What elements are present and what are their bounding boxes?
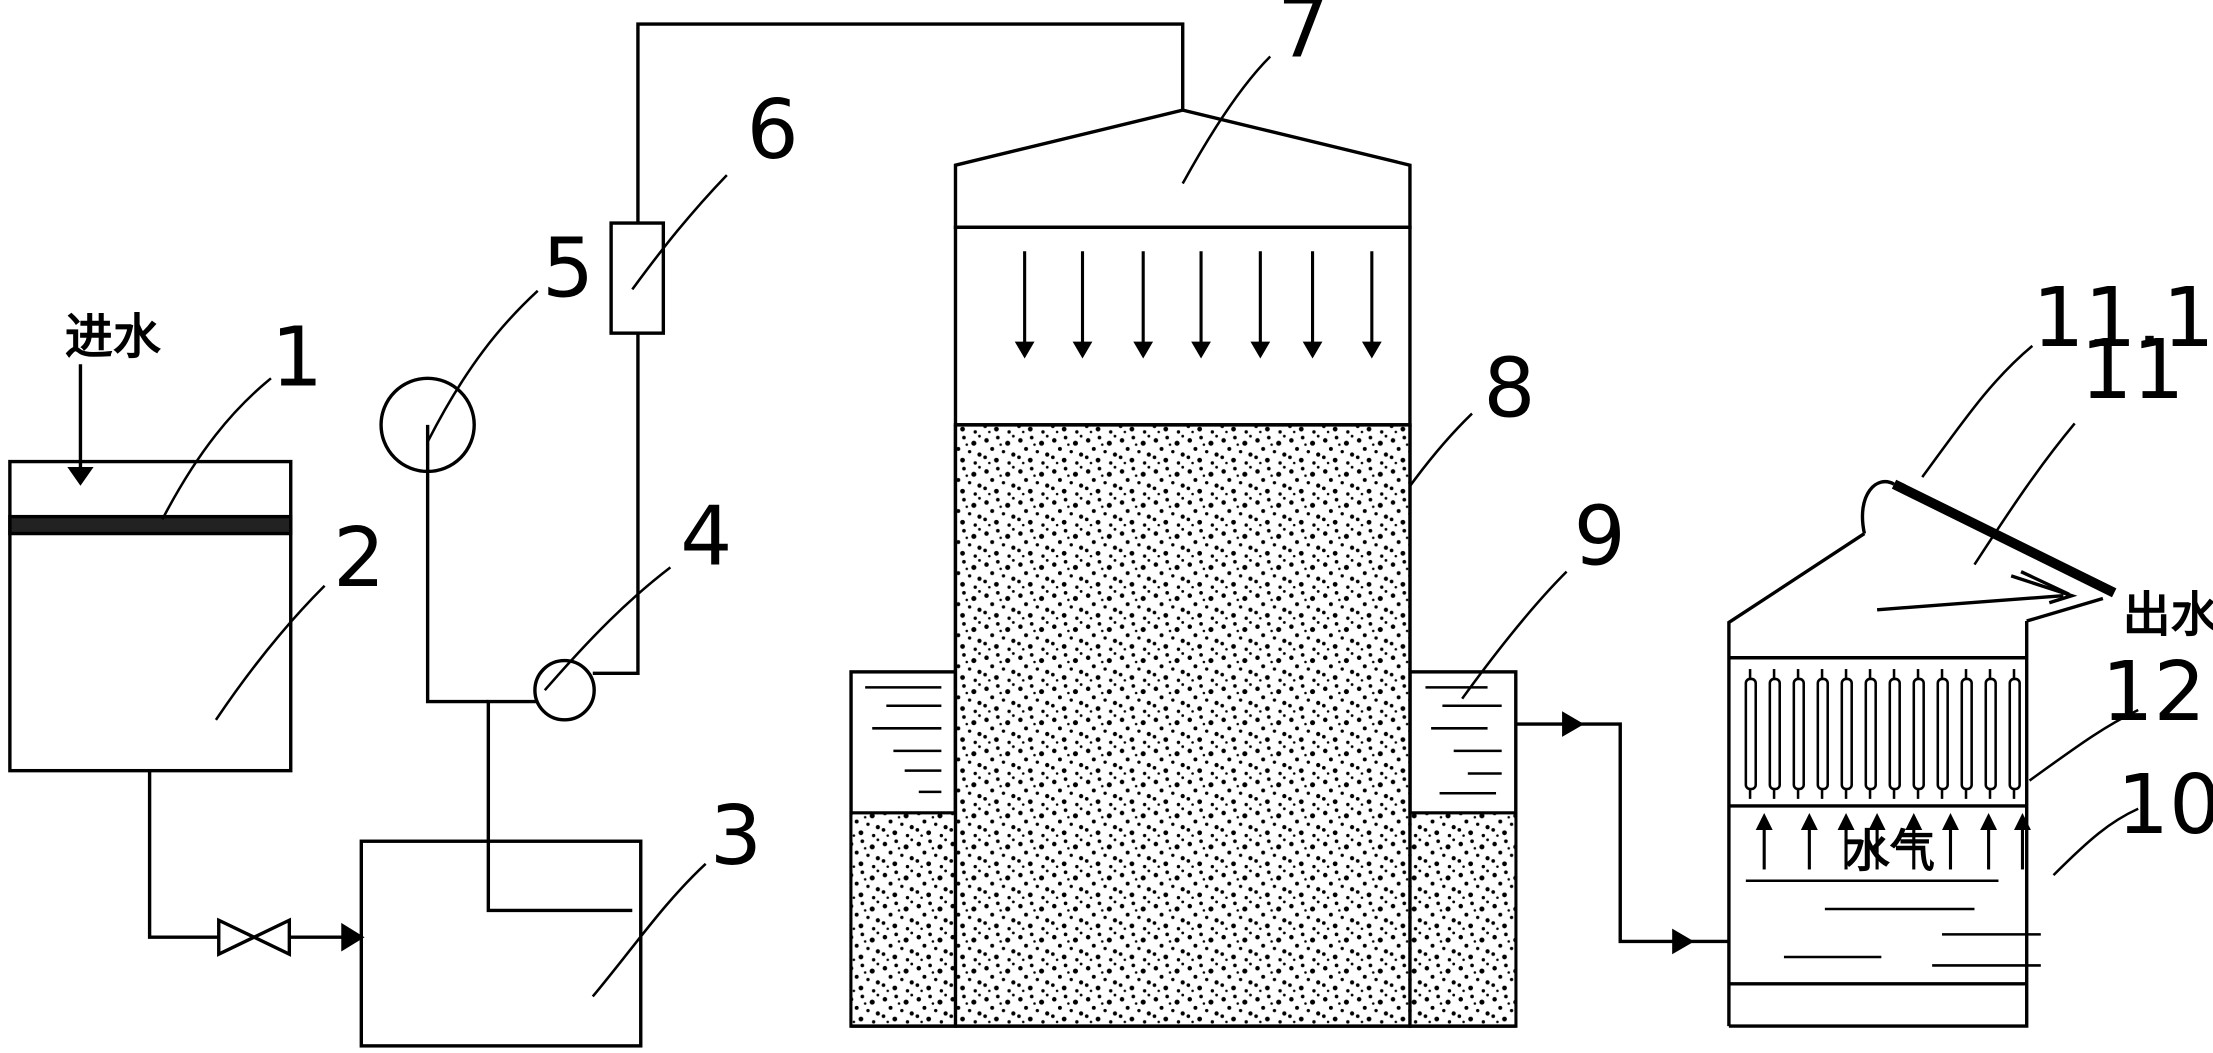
water-lines-right — [1425, 686, 1502, 795]
label-5: 5 — [542, 221, 594, 316]
valve-icon — [217, 917, 292, 957]
label-2: 2 — [333, 511, 385, 606]
vapor-label: 水气 — [1845, 825, 1935, 878]
leader-lines — [161, 55, 2139, 998]
inlet-label: 进水 — [65, 309, 162, 365]
packing-jacket-right — [1411, 814, 1515, 1025]
heat-tubes — [1744, 669, 2021, 799]
pump-piping — [425, 22, 1185, 913]
transfer-pipe — [1515, 711, 1729, 955]
inlet-arrow — [67, 364, 94, 486]
feed-pipe — [147, 770, 365, 952]
packing-jacket-left — [852, 814, 955, 1025]
distribution-arrows — [1023, 251, 1374, 351]
water-lines-left — [865, 686, 942, 794]
feed-tank — [8, 459, 293, 773]
label-3: 3 — [710, 789, 762, 884]
label-11-1: 11.1 — [2032, 271, 2213, 366]
label-12: 12 — [2102, 645, 2206, 740]
flowmeter-6 — [609, 221, 666, 335]
outlet-label: 出水 — [2123, 587, 2213, 643]
label-11: 11 — [2080, 323, 2184, 418]
label-1: 1 — [271, 310, 323, 405]
packing-bed — [956, 426, 1409, 1025]
label-10: 10 — [2117, 758, 2213, 853]
label-6: 6 — [747, 83, 799, 178]
tank-3 — [359, 839, 643, 1048]
pump-4 — [533, 658, 596, 722]
label-4: 4 — [680, 490, 732, 585]
meter-5 — [379, 376, 476, 474]
condenser-tank — [1727, 479, 2117, 1028]
water-lines-tank-10 — [1745, 879, 2041, 967]
label-7: 7 — [1277, 0, 1329, 77]
label-8: 8 — [1483, 341, 1535, 436]
label-9: 9 — [1574, 490, 1626, 585]
